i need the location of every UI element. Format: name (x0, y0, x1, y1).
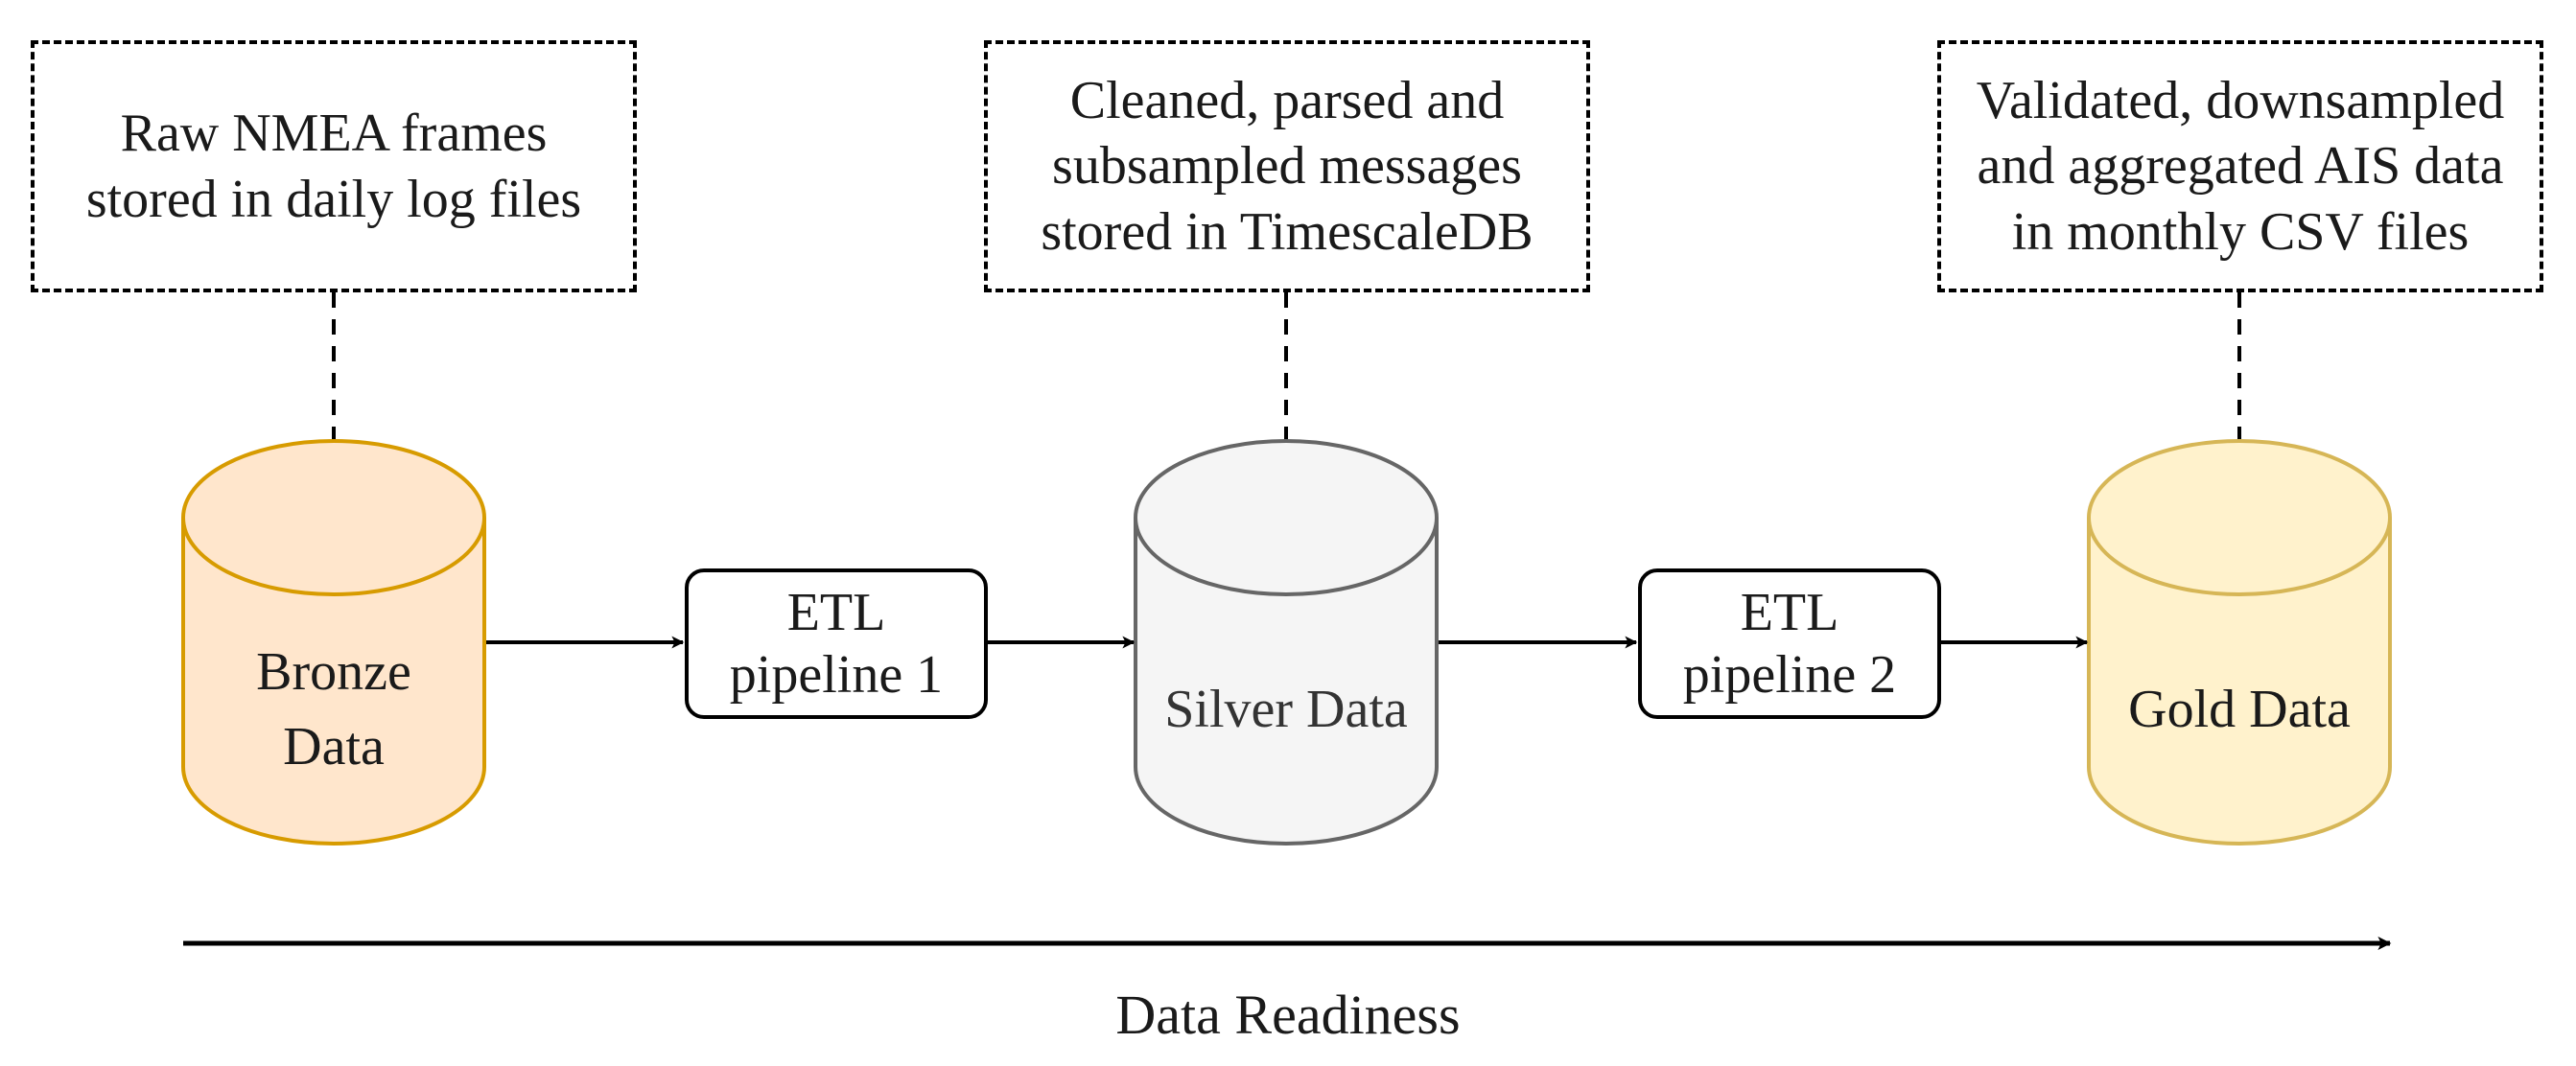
bronze-cylinder-body (181, 518, 486, 846)
bronze-data-label: Bronze Data (183, 604, 484, 815)
note-line: Raw NMEA frames (120, 104, 548, 164)
silver-data-label: Silver Data (1136, 652, 1437, 767)
silver-note: Cleaned, parsed and subsampled messages … (984, 40, 1590, 292)
db-label-line: Gold Data (2128, 679, 2351, 739)
silver-cylinder-body (1134, 518, 1439, 846)
etl-line: ETL (1740, 583, 1839, 643)
etl-pipeline-1-box: ETL pipeline 1 (685, 568, 988, 719)
note-line: subsampled messages (1052, 136, 1522, 197)
bronze-data-store (181, 439, 486, 846)
gold-data-label: Gold Data (2089, 652, 2390, 767)
etl-line: pipeline 2 (1682, 644, 1897, 705)
gold-note: Validated, downsampled and aggregated AI… (1937, 40, 2543, 292)
db-label-line: Silver Data (1164, 679, 1408, 739)
note-line: in monthly CSV files (2011, 201, 2470, 262)
note-line: stored in TimescaleDB (1041, 201, 1534, 262)
silver-cylinder-top (1134, 439, 1439, 596)
note-line: Validated, downsampled (1976, 71, 2505, 131)
etl-pipeline-2-box: ETL pipeline 2 (1638, 568, 1941, 719)
gold-data-store (2087, 439, 2392, 846)
note-line: stored in daily log files (85, 169, 582, 229)
note-line: Cleaned, parsed and (1069, 71, 1505, 131)
bronze-cylinder-top (181, 439, 486, 596)
db-label-line: Bronze (256, 641, 411, 702)
gold-cylinder-body (2087, 518, 2392, 846)
silver-data-store (1134, 439, 1439, 846)
note-line: and aggregated AIS data (1977, 136, 2504, 197)
etl-line: pipeline 1 (729, 644, 944, 705)
etl-line: ETL (786, 583, 886, 643)
data-readiness-label: Data Readiness (1115, 984, 1461, 1046)
bronze-note: Raw NMEA frames stored in daily log file… (31, 40, 637, 292)
gold-cylinder-top (2087, 439, 2392, 596)
db-label-line: Data (283, 717, 385, 776)
